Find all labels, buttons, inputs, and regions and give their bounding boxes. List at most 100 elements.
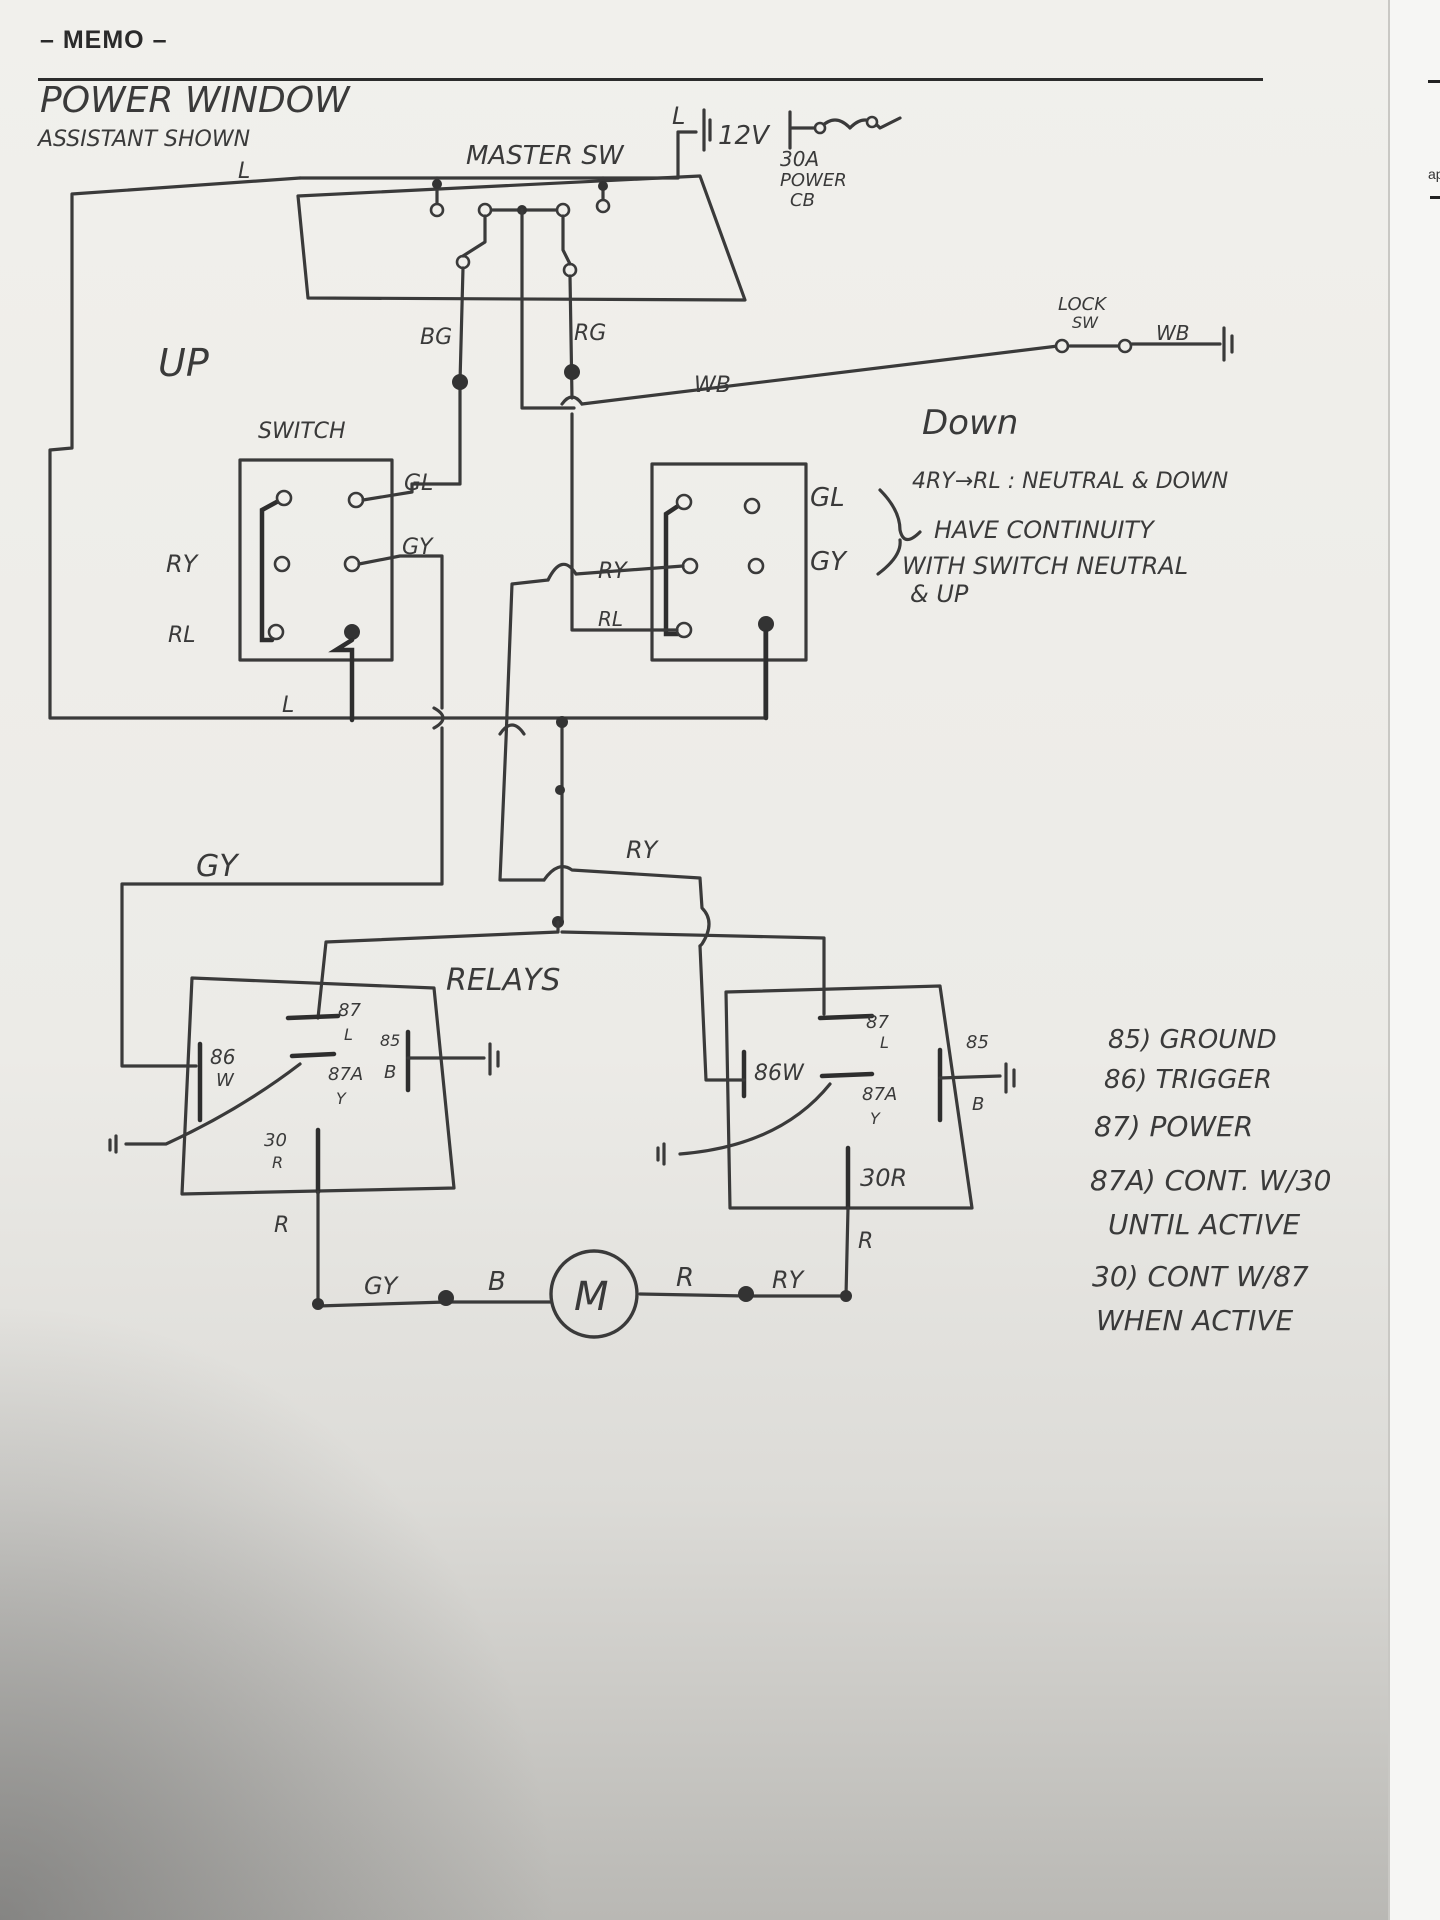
right-relay-87a-contact [819, 1071, 875, 1079]
right-switch-box [650, 462, 808, 662]
bottom-l-wire-label: L [282, 693, 294, 718]
wb-wire-label: WB [694, 373, 731, 398]
top-l-wire-label: L [238, 159, 250, 184]
right-relay-85-ground [938, 1062, 1016, 1094]
left-relay-87: 87 [338, 1000, 361, 1021]
left-gy-label: GY [402, 535, 434, 560]
bus-node [556, 716, 568, 728]
page-mark [1430, 196, 1440, 199]
motor-ry-label: RY [772, 1266, 806, 1294]
left-relay-87a-wire [108, 1062, 302, 1154]
left-rl-label: RL [168, 623, 196, 648]
gy-left-wire-label: GY [196, 849, 240, 884]
master-switch-box [296, 174, 747, 302]
left-relay-87a-contact [289, 1051, 337, 1059]
right-relay-87a-wire: Y [870, 1109, 881, 1128]
right-relay-30: 30R [860, 1164, 907, 1192]
page-shadow [0, 1300, 560, 1920]
left-relay-87a-wire: Y [336, 1089, 347, 1108]
left-switch-gy-hop [432, 706, 445, 730]
master-switch-contacts [429, 176, 611, 278]
diagram-subtitle: ASSISTANT SHOWN [36, 127, 250, 152]
right-relay-87-wire: L [880, 1033, 889, 1052]
motor-right-wire [638, 1206, 850, 1298]
motor-connector [438, 1290, 454, 1306]
motor-label: M [574, 1274, 609, 1320]
motor-node [312, 1298, 324, 1310]
note-brace [876, 488, 922, 576]
left-relay-85: 85 [380, 1031, 400, 1050]
left-relay-30-wire: R [272, 1153, 283, 1172]
right-relay-85: 85 [966, 1032, 989, 1053]
left-relay-87a: 87A [328, 1064, 363, 1085]
bg-wire [410, 266, 465, 486]
supply-wire [298, 108, 712, 180]
left-switch-title: SWITCH [258, 419, 346, 444]
right-switch-ry-wire [498, 564, 685, 882]
master-switch-label: MASTER SW [466, 141, 625, 171]
diagram-title: POWER WINDOW [40, 80, 351, 121]
bg-wire-label: BG [420, 325, 452, 350]
left-relay-85-wire: B [384, 1062, 396, 1083]
legend-line: UNTIL ACTIVE [1108, 1208, 1301, 1241]
right-switch-terminals [675, 493, 774, 639]
legend-line: 87) POWER [1094, 1110, 1253, 1143]
right-r-wire-label: R [858, 1229, 873, 1254]
legend-line: 30) CONT W/87 [1092, 1260, 1309, 1293]
left-bus-hop [498, 723, 526, 736]
memo-header: – MEMO – [40, 26, 168, 54]
left-relay-30: 30 [264, 1130, 287, 1151]
lock-switch-sub: SW [1072, 313, 1099, 332]
bus-node [555, 785, 565, 795]
relay-87-feed [316, 920, 826, 1020]
up-label: UP [158, 341, 209, 385]
left-switch-l-out [328, 637, 355, 723]
rg-wire-hop [560, 395, 584, 406]
left-relay-86: 86 [210, 1045, 235, 1069]
circuit-breaker [788, 110, 902, 150]
adjacent-page-edge: ap [1388, 0, 1440, 1920]
right-gy-label: GY [810, 547, 848, 577]
rg-wire-label: RG [574, 321, 606, 346]
bg-connector [452, 374, 468, 390]
left-switch-bar [259, 495, 287, 643]
left-relay-86-wire: W [216, 1070, 235, 1091]
motor-left-wire [316, 1190, 552, 1308]
middle-ry-label: RY [626, 836, 660, 864]
left-switch-gy-wire [120, 554, 444, 1068]
lock-switch-label: LOCK [1058, 294, 1107, 315]
lock-switch-terminal [1054, 338, 1070, 354]
motor-b-label: B [488, 1267, 506, 1297]
note-line-3: WITH SWITCH NEUTRAL [902, 552, 1188, 580]
left-relay-87-wire: L [344, 1025, 353, 1044]
right-relay-86: 86W [754, 1061, 805, 1086]
left-ry-label: RY [166, 550, 200, 578]
note-line-2: HAVE CONTINUITY [934, 516, 1156, 544]
left-relay-87-contact [285, 1013, 341, 1021]
pin-legend: 85) GROUND 86) TRIGGER 87) POWER 87A) CO… [1090, 1025, 1331, 1337]
breaker-terminal [865, 115, 879, 129]
breaker-rating: 30A [780, 147, 819, 171]
lock-wb-label: WB [1156, 321, 1190, 345]
legend-line: 85) GROUND [1108, 1025, 1277, 1055]
left-switch-gl-wire [361, 482, 414, 502]
legend-line: WHEN ACTIVE [1096, 1304, 1293, 1337]
legend-line: 86) TRIGGER [1104, 1065, 1272, 1095]
motor-symbol [549, 1249, 639, 1339]
l-wire-top [48, 176, 767, 720]
note-line-4: & UP [910, 580, 969, 608]
right-switch-bar [663, 499, 687, 637]
right-relay-box [724, 984, 974, 1210]
relays-label: RELAYS [446, 963, 560, 998]
right-ry-hop [546, 562, 578, 582]
breaker-cb: CB [790, 190, 815, 211]
motor-node [840, 1290, 852, 1302]
note-line-1: 4RY→RL : NEUTRAL & DOWN [912, 469, 1228, 494]
right-relay-87: 87 [866, 1012, 889, 1033]
page-mark [1428, 80, 1440, 83]
left-gl-label: GL [404, 471, 433, 496]
lock-switch-terminal [1117, 338, 1133, 354]
right-relay-87a: 87A [862, 1084, 897, 1105]
right-relay-87a-wire [656, 1082, 832, 1166]
down-label: Down [922, 403, 1018, 443]
